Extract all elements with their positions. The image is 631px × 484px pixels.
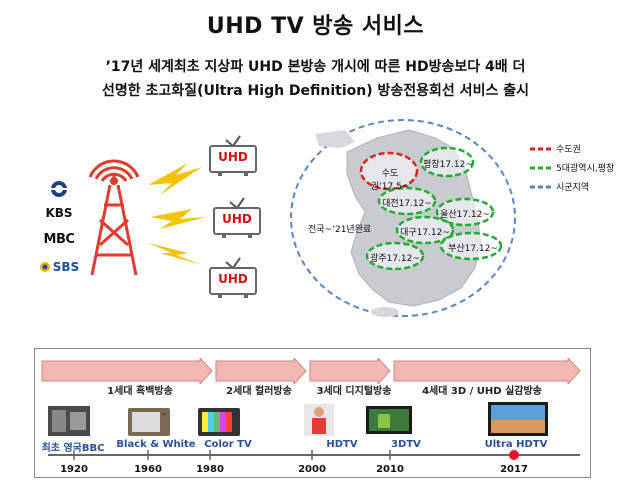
korea-coverage-map <box>290 119 516 317</box>
milestone-year: 1980 <box>196 464 224 475</box>
tv-label: UHD <box>222 212 252 226</box>
lightning-bolt-icon <box>148 243 202 265</box>
legend-item-metro: 5대광역시,평창 <box>530 161 630 174</box>
3dtv-screen-icon <box>366 406 412 434</box>
north-region-shape <box>315 130 355 148</box>
era-label-1: 1세대 흑백방송 <box>107 386 173 397</box>
map-label-busan: 부산17.12~ <box>448 244 498 254</box>
milestone-year: 2000 <box>298 464 326 475</box>
capital-zone-ring <box>359 151 419 191</box>
kbs-logo-text: KBS <box>45 206 73 220</box>
ultra-hdtv-screen-icon <box>488 402 548 436</box>
uhd-tv-3: UHD <box>208 252 258 300</box>
subtitle-line-1: ’17년 세계최초 지상파 UHD 본방송 개시에 따른 HD방송보다 4배 더 <box>105 59 526 75</box>
map-label-pyeongchang: 평창17.12~ <box>423 160 473 170</box>
busan-zone-ring <box>439 231 503 261</box>
daegu-zone-ring <box>395 215 455 245</box>
milestone-label: 3DTV <box>391 439 421 450</box>
era-arrow-1 <box>41 358 213 384</box>
map-label-nationwide: 전국~‘21년완료 <box>308 225 372 235</box>
milestone-year: 2017 <box>500 464 528 475</box>
gwangju-zone-ring <box>365 241 425 271</box>
era-arrow-4 <box>393 358 581 384</box>
pyeongchang-zone-ring <box>419 146 475 178</box>
kbs-logo: KBS <box>36 180 82 220</box>
color-tv-icon <box>198 408 240 436</box>
tv-label: UHD <box>218 272 248 286</box>
tv-evolution-thumbnails <box>48 402 548 436</box>
legend-label: 시군지역 <box>556 183 590 193</box>
milestone-label: HDTV <box>326 439 358 450</box>
nationwide-coverage-ring <box>290 119 516 317</box>
broadcast-illustration <box>88 159 206 276</box>
sbs-logo-text: SBS <box>52 260 80 274</box>
era-label-2: 2세대 컬러방송 <box>226 386 292 397</box>
lightning-bolt-icon <box>148 163 202 195</box>
tower-top-icon <box>110 177 118 185</box>
map-label-capital: 수도권‘17.5~ <box>370 169 410 192</box>
dashed-line-swatch-icon <box>530 185 552 188</box>
era-arrows <box>41 358 581 384</box>
map-label-daegu: 대구17.12~ <box>400 228 450 238</box>
map-label-ulsan: 울산17.12~ <box>440 210 490 220</box>
milestone-label: Ultra HDTV <box>484 439 548 450</box>
map-label-gwangju: 광주17.12~ <box>370 254 420 264</box>
milestone-year: 2010 <box>376 464 404 475</box>
tv-label: UHD <box>218 150 248 164</box>
current-milestone-marker <box>509 450 519 460</box>
legend-label: 5대광역시,평창 <box>556 164 615 174</box>
milestone-label: Black & White <box>116 439 196 450</box>
tv-icon <box>209 257 257 298</box>
uhd-tv-2: UHD <box>212 192 262 240</box>
map-legend: 수도권 5대광역시,평창 시군지역 <box>530 142 630 193</box>
black-white-tv-icon <box>128 408 170 436</box>
sbs-emblem-icon <box>39 262 50 272</box>
milestone-label: Color TV <box>204 439 252 450</box>
page-title: UHD TV 방송 서비스 <box>206 14 425 39</box>
mbc-logo-text: MBC <box>43 232 75 247</box>
jeju-island-shape <box>371 307 399 317</box>
milestone-year: 1960 <box>134 464 162 475</box>
era-arrow-2 <box>215 358 307 384</box>
dashed-line-swatch-icon <box>530 147 552 150</box>
timeline-axis <box>48 450 580 460</box>
mbc-logo: MBC <box>36 232 82 247</box>
milestone-label: 최초 영국BBC <box>41 443 105 454</box>
lightning-bolt-icon <box>150 209 206 229</box>
map-label-daejeon: 대전17.12~ <box>382 199 432 209</box>
uhd-tv-1: UHD <box>208 130 258 178</box>
ulsan-zone-ring <box>435 197 495 227</box>
era-label-4: 4세대 3D / UHD 실감방송 <box>422 386 542 397</box>
bbc-photo-icon <box>48 406 90 436</box>
daejeon-zone-ring <box>377 186 437 216</box>
era-arrow-3 <box>309 358 391 384</box>
kbs-emblem-icon <box>51 181 67 197</box>
legend-item-local: 시군지역 <box>530 180 630 193</box>
tv-icon <box>213 197 261 238</box>
legend-item-capital: 수도권 <box>530 142 630 155</box>
hdtv-photo-icon <box>304 404 334 436</box>
milestone-year: 1920 <box>60 464 88 475</box>
dashed-line-swatch-icon <box>530 166 552 169</box>
era-label-3: 3세대 디지털방송 <box>316 386 392 397</box>
tv-icon <box>209 135 257 176</box>
sbs-logo: SBS <box>36 260 82 274</box>
subtitle-line-2: 선명한 초고화질(Ultra High Definition) 방송전용회선 서… <box>102 83 529 99</box>
legend-label: 수도권 <box>556 145 581 155</box>
